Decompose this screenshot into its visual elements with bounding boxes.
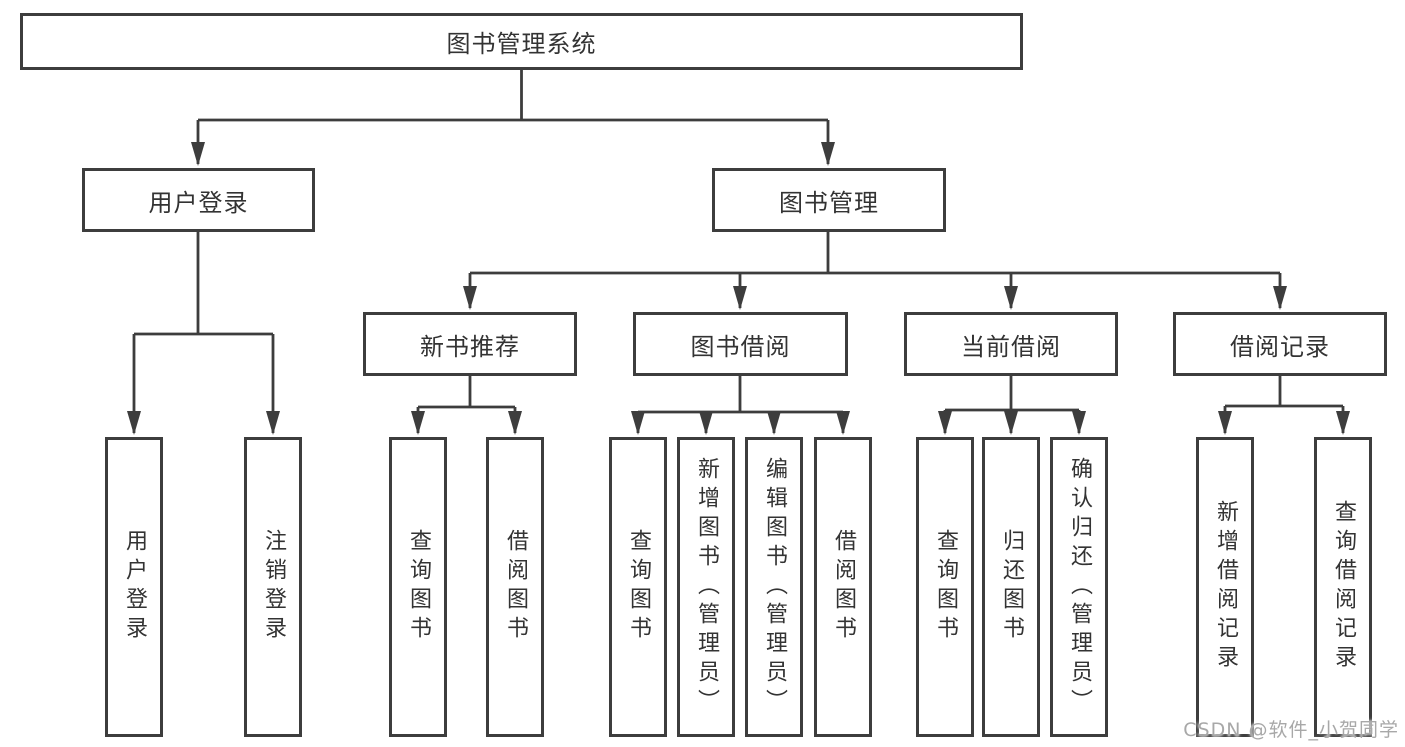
node-label: 借阅图书 xyxy=(831,529,856,645)
node-bb-add-books-admin: 新增图书（管理员） xyxy=(677,437,735,737)
node-label: 借阅图书 xyxy=(503,529,528,645)
node-br-add-record: 新增借阅记录 xyxy=(1196,437,1254,737)
node-br-query-record: 查询借阅记录 xyxy=(1314,437,1372,737)
node-cb-return-books: 归还图书 xyxy=(982,437,1040,737)
node-new-book-recommend: 新书推荐 xyxy=(363,312,577,376)
node-bb-borrow-books: 借阅图书 xyxy=(814,437,872,737)
node-nbr-borrow-books: 借阅图书 xyxy=(486,437,544,737)
node-borrow-records: 借阅记录 xyxy=(1173,312,1387,376)
node-book-management: 图书管理 xyxy=(712,168,946,232)
node-label: 编辑图书（管理员） xyxy=(762,456,787,718)
node-cb-confirm-return-admin: 确认归还（管理员） xyxy=(1050,437,1108,737)
node-label: 归还图书 xyxy=(999,529,1024,645)
node-cb-query-books: 查询图书 xyxy=(916,437,974,737)
node-root: 图书管理系统 xyxy=(20,13,1023,70)
node-bb-query-books: 查询图书 xyxy=(609,437,667,737)
node-current-borrow: 当前借阅 xyxy=(904,312,1118,376)
node-user-login-leaf: 用户登录 xyxy=(105,437,163,737)
node-nbr-query-books: 查询图书 xyxy=(389,437,447,737)
node-label: 确认归还（管理员） xyxy=(1067,456,1092,718)
node-label: 新增图书（管理员） xyxy=(694,456,719,718)
node-label: 查询借阅记录 xyxy=(1331,500,1356,674)
node-user-login: 用户登录 xyxy=(82,168,315,232)
node-bb-edit-books-admin: 编辑图书（管理员） xyxy=(745,437,803,737)
node-label: 查询图书 xyxy=(406,529,431,645)
node-book-borrow: 图书借阅 xyxy=(633,312,848,376)
csdn-watermark: CSDN @软件_小贺同学 xyxy=(1183,719,1399,741)
node-label: 注销登录 xyxy=(261,529,286,645)
node-logout-login: 注销登录 xyxy=(244,437,302,737)
node-label: 新增借阅记录 xyxy=(1213,500,1238,674)
node-label: 查询图书 xyxy=(626,529,651,645)
node-label: 用户登录 xyxy=(122,529,147,645)
node-label: 查询图书 xyxy=(933,529,958,645)
